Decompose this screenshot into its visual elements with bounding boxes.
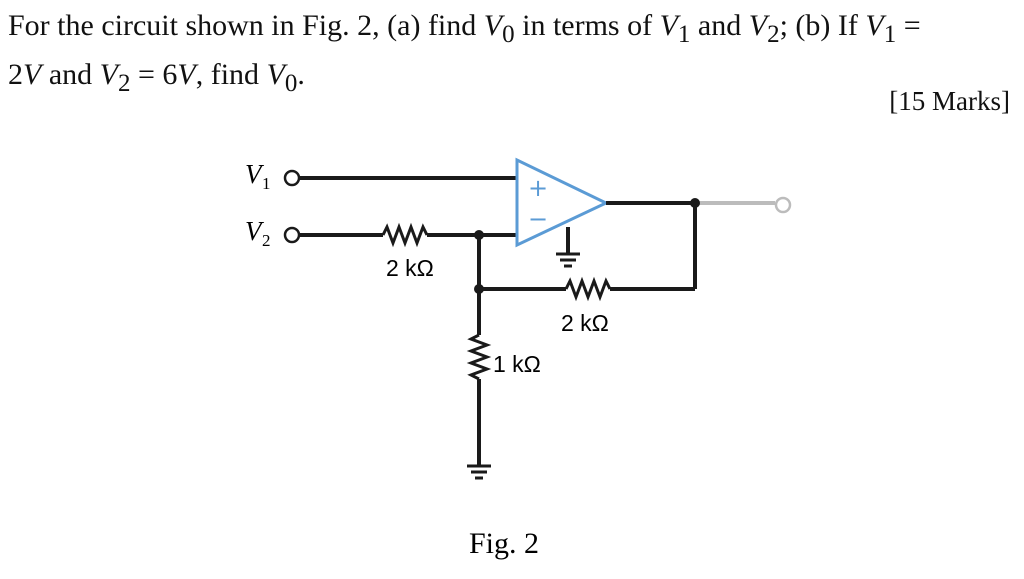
terminal-v2-label: V: [245, 216, 265, 246]
resistor-input-label: 2 kΩ: [386, 255, 434, 281]
problem-text-4: ; (b) If: [779, 9, 866, 42]
terminal-v1-sub: 1: [262, 174, 271, 193]
problem-text-9: .: [297, 58, 305, 91]
var-vob-sub: 0: [284, 70, 298, 97]
terminal-output: [774, 196, 792, 214]
resistor-ground: [466, 333, 492, 381]
var-vo-sub: 0: [502, 21, 515, 48]
opamp-minus-sign: −: [528, 205, 548, 233]
problem-text-1: For the circuit shown in Fig. 2, (a) fin…: [8, 9, 484, 42]
problem-val-1: 2: [8, 58, 23, 91]
var-vo: V: [483, 9, 503, 42]
unit-2: V: [177, 58, 196, 91]
terminal-v1: [283, 169, 301, 187]
opamp-plus-sign: +: [528, 174, 548, 202]
problem-text-5: =: [896, 9, 921, 42]
var-v2b: V: [99, 58, 118, 91]
var-v2b-sub: 2: [117, 70, 131, 97]
resistor-feedback: [564, 276, 612, 302]
var-v1b: V: [865, 9, 884, 42]
var-vob: V: [266, 58, 285, 91]
resistor-ground-label: 1 kΩ: [493, 351, 541, 377]
var-v1b-sub: 1: [883, 21, 897, 48]
terminal-v1-label: V: [245, 159, 265, 189]
var-v2: V: [748, 9, 768, 42]
opamp-triangle: [515, 157, 610, 248]
terminal-v2-sub: 2: [262, 231, 271, 250]
var-v2-sub: 2: [767, 21, 780, 48]
unit-1: V: [23, 58, 42, 91]
node-feedback: [474, 284, 484, 294]
var-v1-sub: 1: [677, 21, 691, 48]
var-v1: V: [659, 9, 678, 42]
problem-text-8: , find: [195, 58, 267, 91]
resistor-feedback-label: 2 kΩ: [561, 310, 609, 336]
problem-statement: For the circuit shown in Fig. 2, (a) fin…: [8, 6, 1008, 104]
resistor-input: [381, 222, 429, 248]
problem-text-3: and: [690, 9, 749, 42]
problem-text-7: = 6: [130, 58, 178, 91]
figure-caption: Fig. 2: [469, 527, 539, 560]
marks-label: [15 Marks]: [889, 86, 1010, 116]
terminal-v2: [283, 226, 301, 244]
problem-text-6: and: [41, 58, 100, 91]
problem-text-2: in terms of: [514, 9, 660, 42]
